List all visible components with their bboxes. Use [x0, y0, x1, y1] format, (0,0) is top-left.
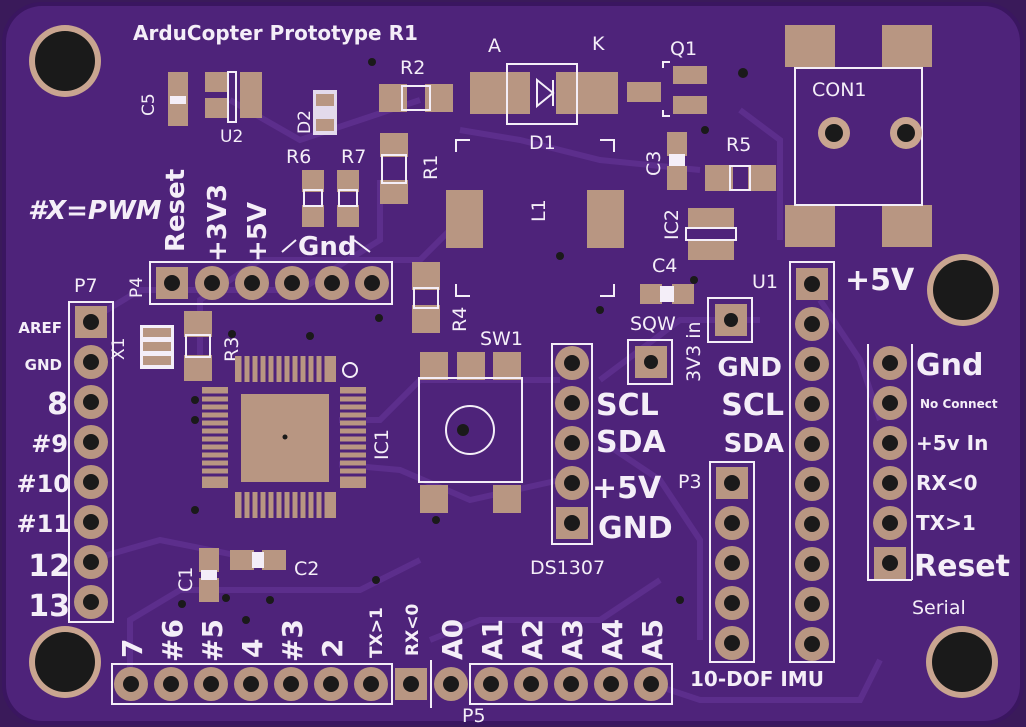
imu-pin-label: SCL	[721, 388, 784, 423]
p4-3v3-label: +3V3	[203, 184, 233, 262]
p4-pins	[156, 266, 389, 300]
ic1-label: IC1	[371, 429, 393, 460]
ds1307-pin-label: SDA	[596, 425, 667, 460]
p7-pin-label: 12	[28, 549, 70, 584]
r3-label: R3	[221, 337, 243, 362]
imu-label: 10-DOF IMU	[690, 667, 824, 691]
p7-pin-label: #9	[31, 430, 68, 458]
serial-pin-label: RX<0	[916, 471, 978, 495]
con1-label: CON1	[812, 79, 867, 101]
imu-pin-label: GND	[717, 353, 782, 383]
vias	[178, 58, 709, 624]
p4-label: P4	[127, 277, 147, 298]
imu-3v3-label: 3V3 in	[683, 321, 705, 382]
ds1307-label: DS1307	[530, 557, 605, 579]
ds1307-pins	[555, 346, 589, 539]
l1-label: L1	[528, 199, 550, 222]
d1-label: D1	[529, 132, 556, 154]
p7-label: P7	[74, 275, 98, 297]
p5-pin-label: #6	[156, 619, 189, 662]
c1-label: C1	[175, 567, 197, 592]
r7-label: R7	[341, 146, 366, 168]
ds1307-pin-label: GND	[598, 511, 673, 546]
sw1-label: SW1	[480, 328, 523, 350]
u1-label: U1	[752, 271, 778, 293]
u1-pins	[795, 268, 829, 661]
c2-label: C2	[294, 558, 319, 580]
serial-pin-label: No Connect	[920, 397, 998, 411]
p4-reset-label: Reset	[161, 169, 191, 252]
p3-label: P3	[678, 471, 702, 493]
p5-pin-label: A3	[556, 619, 589, 660]
p5-pin-label: 2	[316, 639, 349, 658]
p5-pins	[114, 667, 668, 701]
p7-pin-label: GND	[25, 356, 62, 374]
ic2-label: IC2	[661, 209, 683, 240]
p5-labels: 7 #6 #5 4 #3 2 TX>1 RX<0 A0 A1 A2 A3 A4 …	[116, 604, 669, 662]
p5-pin-label: A2	[516, 619, 549, 660]
p7-pin-label: 13	[28, 589, 70, 624]
pwm-note: #X=PWM	[28, 196, 162, 226]
imu-pin-label: SDA	[724, 429, 784, 459]
serial-pin-label: +5v In	[916, 431, 988, 455]
c4-label: C4	[652, 255, 677, 277]
p5-pin-label: #5	[196, 619, 229, 662]
c3-label: C3	[643, 151, 665, 176]
x1-label: X1	[109, 338, 129, 360]
p7-pin-label: 8	[47, 387, 68, 422]
q1-label: Q1	[670, 38, 697, 60]
serial-pin-label: Reset	[914, 549, 1010, 584]
r5-label: R5	[726, 134, 751, 156]
imu-5v-label: +5V	[845, 263, 915, 298]
serial-pin-label: TX>1	[916, 511, 976, 535]
p5-pin-label: #3	[276, 619, 309, 662]
p5-pin-label: A4	[596, 619, 629, 660]
d1-cathode-label: K	[592, 33, 605, 55]
r4-label: R4	[449, 307, 471, 332]
ic1-chip	[202, 356, 366, 518]
p5-pin-label: 4	[236, 639, 269, 658]
ds1307-pin-label: SCL	[596, 388, 659, 423]
p5-pin-label: A0	[436, 619, 469, 660]
d1-anode-label: A	[488, 35, 501, 57]
mount-holes	[29, 25, 999, 698]
p7-pin-label: AREF	[18, 319, 62, 337]
serial-pins	[873, 346, 907, 579]
u2-label: U2	[220, 127, 243, 147]
c5-label: C5	[139, 93, 159, 116]
p5-pin-label: TX>1	[367, 607, 387, 658]
board-title: ArduCopter Prototype R1	[133, 21, 418, 45]
p5-pin-label: RX<0	[403, 604, 423, 656]
p7-pin-label: #10	[16, 470, 70, 498]
p5-pin-label: 7	[116, 639, 149, 658]
p4-5v-label: +5V	[243, 202, 273, 262]
p4-gnd-label: Gnd	[298, 232, 356, 262]
p5-pin-label: A5	[636, 619, 669, 660]
p5-pin-label: A1	[476, 619, 509, 660]
p5-label: P5	[462, 705, 486, 727]
serial-pin-label: Gnd	[916, 348, 983, 383]
r1-label: R1	[420, 155, 442, 180]
p7-pin-label: #11	[16, 510, 70, 538]
d2-label: D2	[295, 110, 315, 134]
serial-label: Serial	[912, 597, 966, 619]
p7-pins	[74, 306, 108, 619]
r6-label: R6	[286, 146, 311, 168]
ds1307-pin-label: +5V	[592, 471, 662, 506]
r2-label: R2	[400, 57, 425, 79]
p3-pins	[715, 467, 749, 660]
sqw-label: SQW	[630, 313, 676, 335]
